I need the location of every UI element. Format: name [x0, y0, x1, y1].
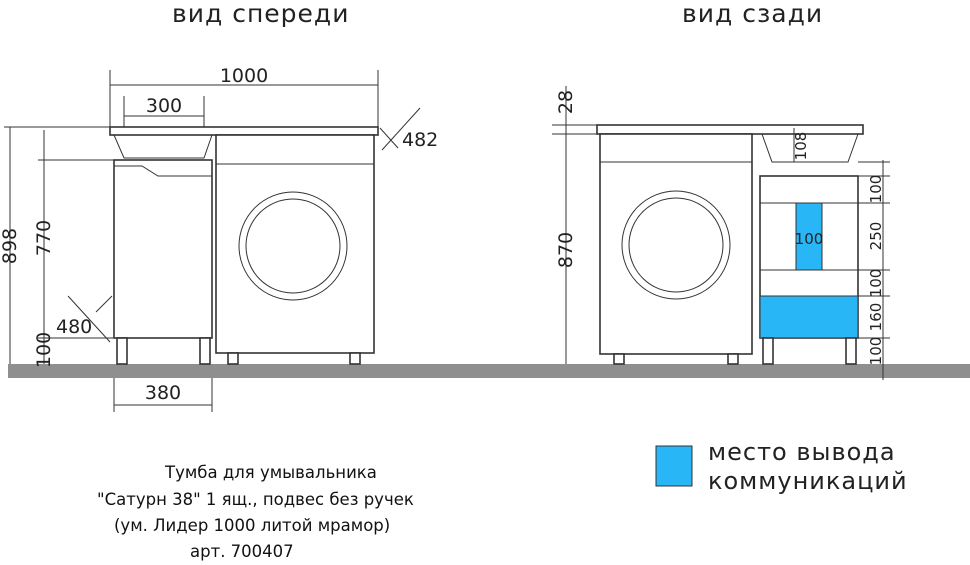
back-washing-machine [599, 133, 753, 355]
dim-cabinet-depth: 480 [56, 316, 92, 338]
front-countertop [109, 126, 379, 136]
back-washer-foot-left [613, 353, 625, 365]
back-washer-foot-right [727, 353, 739, 365]
front-cabinet-door-line [114, 165, 212, 177]
front-washer-foot-left [227, 352, 239, 365]
back-sink-bowl [761, 133, 859, 163]
back-view: 100 28 870 108 100 250 100 160 100 [552, 86, 890, 380]
front-washer-door-outer [238, 191, 348, 301]
dim-seg-1: 100 [867, 175, 885, 204]
dim-line [67, 295, 111, 343]
dim-total-height: 898 [0, 228, 21, 264]
dim-top-thickness: 28 [555, 90, 577, 114]
dim-hole-width: 100 [795, 230, 824, 248]
back-washer-door-outer [621, 190, 731, 300]
dim-bowl-depth: 108 [792, 132, 810, 161]
front-washing-machine [215, 134, 375, 354]
floor-strip [8, 364, 970, 378]
back-view-title: вид сзади [682, 0, 823, 28]
back-comm-outlet-vertical [795, 202, 823, 271]
front-view: 1000 300 482 898 770 100 480 380 [0, 65, 438, 412]
back-cabinet-leg-right [845, 337, 857, 365]
caption: Тумба для умывальника "Сатурн 38" 1 ящ.,… [97, 463, 414, 561]
back-cabinet-leg-left [762, 337, 774, 365]
legend-line-1: место вывода [708, 438, 896, 466]
dim-leg-height: 100 [33, 332, 55, 368]
front-sink-bowl [113, 134, 213, 159]
legend-line-2: коммуникаций [708, 467, 908, 495]
front-cabinet-leg-right [199, 337, 211, 365]
dim-seg-3: 100 [867, 269, 885, 298]
back-comm-outlet-horizontal [759, 295, 859, 339]
front-washer-foot-right [349, 352, 361, 365]
caption-line-1: Тумба для умывальника [164, 463, 377, 482]
dim-sink-width: 300 [146, 95, 182, 117]
dim-top-depth: 482 [402, 129, 438, 151]
dim-seg-2: 250 [867, 222, 885, 251]
caption-line-3: (ум. Лидер 1000 литой мрамор) [114, 516, 390, 535]
dim-cabinet-width: 380 [145, 382, 181, 404]
dim-seg-5: 100 [867, 337, 885, 366]
dim-seg-4: 160 [867, 303, 885, 332]
legend-swatch [655, 445, 693, 487]
dim-total-width: 1000 [220, 65, 268, 87]
caption-line-2: "Сатурн 38" 1 ящ., подвес без ручек [97, 490, 414, 509]
front-cabinet-leg-left [116, 337, 128, 365]
caption-line-4: арт. 700407 [190, 542, 294, 561]
dim-back-height: 870 [555, 232, 577, 268]
dim-body-height: 770 [33, 220, 55, 256]
dim-line [381, 107, 421, 151]
back-washer-door-inner [628, 197, 724, 293]
dim-line [95, 295, 113, 313]
front-view-title: вид спереди [172, 0, 349, 28]
front-washer-door-inner [245, 198, 341, 294]
back-countertop [596, 124, 864, 135]
front-cabinet [113, 159, 213, 339]
legend: место вывода коммуникаций [655, 438, 908, 495]
dim-line [379, 127, 399, 149]
